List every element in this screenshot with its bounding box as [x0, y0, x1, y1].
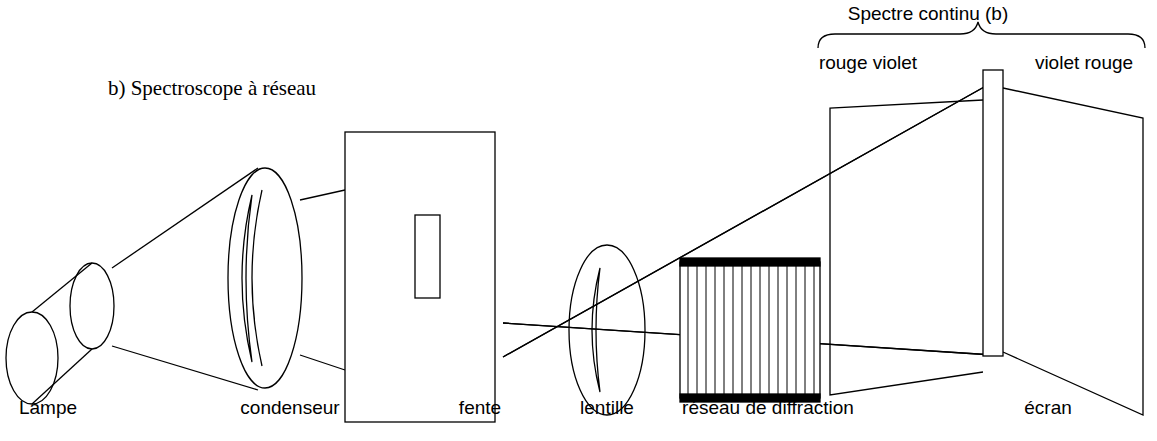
spectrum-heading: Spectre continu (b) — [848, 3, 1009, 25]
part-name: réseau de diffraction — [682, 397, 854, 419]
color-order-label: rouge violet — [819, 52, 917, 74]
diagram-title: b) Spectroscope à réseau — [108, 76, 316, 100]
part-name: Lampe — [19, 397, 77, 419]
color-order-label: violet rouge — [1035, 52, 1133, 74]
part-name: fente — [459, 397, 501, 419]
part-name: lentille — [580, 397, 634, 419]
part-name: écran — [1024, 397, 1072, 419]
part-name: condenseur — [240, 397, 339, 419]
